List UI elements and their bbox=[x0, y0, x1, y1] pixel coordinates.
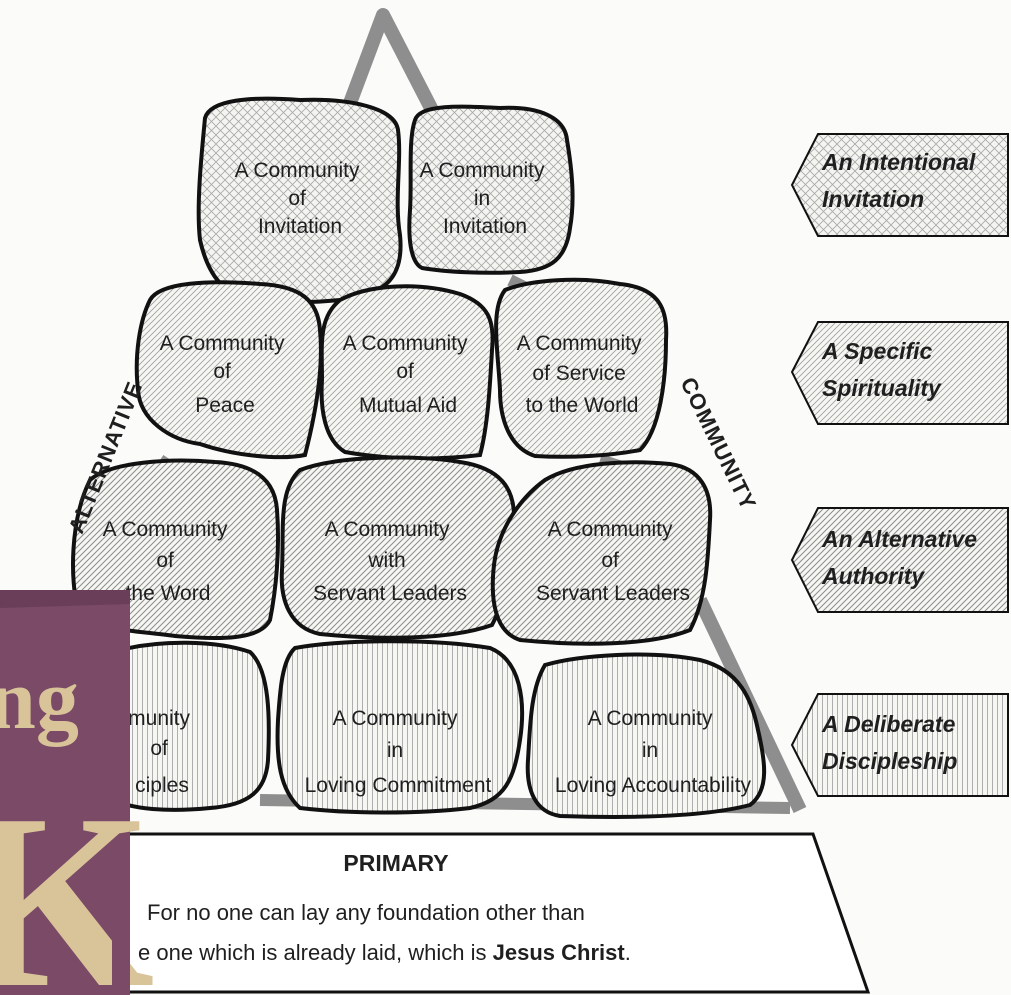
arrow-tag-line: Spirituality bbox=[822, 375, 942, 401]
arrow-tag-label: An Alternative Authority bbox=[821, 526, 983, 589]
stone-commitment bbox=[275, 639, 525, 815]
foundation-line-2: e one which is already laid, which is Je… bbox=[138, 940, 631, 965]
arrow-tag-label: A Deliberate Discipleship bbox=[821, 711, 962, 774]
stone-label-peace: A Community of Peace bbox=[160, 332, 291, 417]
stone-service bbox=[494, 277, 669, 459]
stone-label-accountability: A Community in Loving Accountability bbox=[555, 707, 752, 797]
stone-label-line: of bbox=[601, 549, 619, 572]
stone-label-of-servant: A Community of Servant Leaders bbox=[536, 518, 690, 605]
arrow-tag-line: A Deliberate bbox=[821, 711, 956, 737]
stone-mutual-aid bbox=[319, 284, 495, 461]
stone-label-line: to the World bbox=[526, 394, 639, 417]
stone-label-line: of bbox=[213, 360, 231, 383]
arrow-tag-line: An Alternative bbox=[821, 526, 977, 552]
stone-label-line: A Community bbox=[333, 707, 458, 730]
stone-label-line: with bbox=[367, 549, 405, 572]
stone-of-servant bbox=[490, 460, 713, 646]
arrow-tag-alternative-authority: An Alternative Authority bbox=[790, 507, 1009, 613]
stone-accountability bbox=[525, 652, 767, 819]
stone-label-line: Servant Leaders bbox=[536, 582, 690, 605]
stone-label-line: Invitation bbox=[443, 215, 527, 238]
logo-text-top: ng bbox=[0, 651, 79, 747]
stone-label-line: Mutual Aid bbox=[359, 394, 457, 417]
stone-label-line: of Service bbox=[532, 362, 625, 385]
stone-label-line: the Word bbox=[126, 582, 211, 605]
arrow-tag-label: An Intentional Invitation bbox=[821, 149, 982, 212]
stone-label-line: A Community bbox=[588, 707, 713, 730]
stone-label-line: of bbox=[156, 549, 174, 572]
logo-text-bottom: K bbox=[0, 763, 154, 995]
arrow-tag-line: A Specific bbox=[821, 338, 933, 364]
stone-label-line: Invitation bbox=[258, 215, 342, 238]
stone-label-line: Loving Accountability bbox=[555, 774, 752, 797]
foundation-line-2-end: . bbox=[625, 940, 631, 965]
stone-labels: A Community of Invitation A Community in… bbox=[103, 159, 752, 797]
stone-label-line: in bbox=[474, 187, 490, 210]
stone-label-line: A Community bbox=[420, 159, 545, 182]
stone-with-servant bbox=[279, 455, 517, 640]
arrow-tag-line: Invitation bbox=[822, 186, 924, 212]
stone-label-line: A Community bbox=[235, 159, 360, 182]
stone-label-line: munity bbox=[128, 707, 190, 730]
stone-label-word: A Community of the Word bbox=[103, 518, 234, 605]
stone-label-line: A Community bbox=[343, 332, 468, 355]
stone-label-line: Loving Commitment bbox=[305, 774, 492, 797]
arrow-tag-intentional-invitation: An Intentional Invitation bbox=[790, 133, 1009, 237]
stone-label-with-servant: A Community with Servant Leaders bbox=[313, 518, 467, 605]
stone-label-invitation-of: A Community of Invitation bbox=[235, 159, 366, 238]
stone-label-line: of bbox=[150, 737, 168, 760]
stone-label-line: A Community bbox=[325, 518, 450, 541]
stone-label-line: of bbox=[288, 187, 306, 210]
stone-label-line: A Community bbox=[160, 332, 285, 355]
stone-label-service: A Community of Service to the World bbox=[517, 332, 648, 417]
stone-invitation-of bbox=[196, 96, 403, 305]
stone-label-line: ciples bbox=[135, 774, 189, 797]
arrow-tag-line: Discipleship bbox=[822, 748, 957, 774]
arrow-tag-specific-spirituality: A Specific Spirituality bbox=[790, 321, 1009, 425]
stone-label-invitation-in: A Community in Invitation bbox=[420, 159, 551, 238]
stone-peace bbox=[134, 280, 323, 460]
stone-label-line: Peace bbox=[195, 394, 255, 417]
stone-label-disciples: munity of ciples bbox=[128, 707, 196, 797]
foundation-title: PRIMARY bbox=[343, 850, 448, 876]
stone-label-line: A Community bbox=[103, 518, 228, 541]
stone-invitation-in bbox=[407, 104, 575, 275]
stone-label-line: of bbox=[396, 360, 414, 383]
arrow-tag-deliberate-discipleship: A Deliberate Discipleship bbox=[790, 693, 1009, 797]
arrow-tag-line: Authority bbox=[821, 563, 925, 589]
foundation-emphasis: Jesus Christ bbox=[493, 940, 626, 965]
stone-label-mutual-aid: A Community of Mutual Aid bbox=[343, 332, 474, 417]
stone-label-line: Servant Leaders bbox=[313, 582, 467, 605]
book-cover-logo: ng K bbox=[0, 590, 154, 995]
stones-layer bbox=[71, 96, 767, 819]
stone-label-commitment: A Community in Loving Commitment bbox=[305, 707, 492, 797]
arrow-tag-line: An Intentional bbox=[821, 149, 976, 175]
foundation-line-2-text: e one which is already laid, which is bbox=[138, 940, 493, 965]
arrow-tags: An Intentional Invitation A Specific Spi… bbox=[790, 133, 1009, 797]
stone-label-line: A Community bbox=[548, 518, 673, 541]
stone-label-line: in bbox=[642, 739, 658, 762]
stone-label-line: in bbox=[387, 739, 403, 762]
foundation-line-1: For no one can lay any foundation other … bbox=[147, 900, 585, 925]
arrow-tag-label: A Specific Spirituality bbox=[821, 338, 942, 401]
foundation-slab: PRIMARY For no one can lay any foundatio… bbox=[116, 832, 871, 994]
stone-label-line: A Community bbox=[517, 332, 642, 355]
